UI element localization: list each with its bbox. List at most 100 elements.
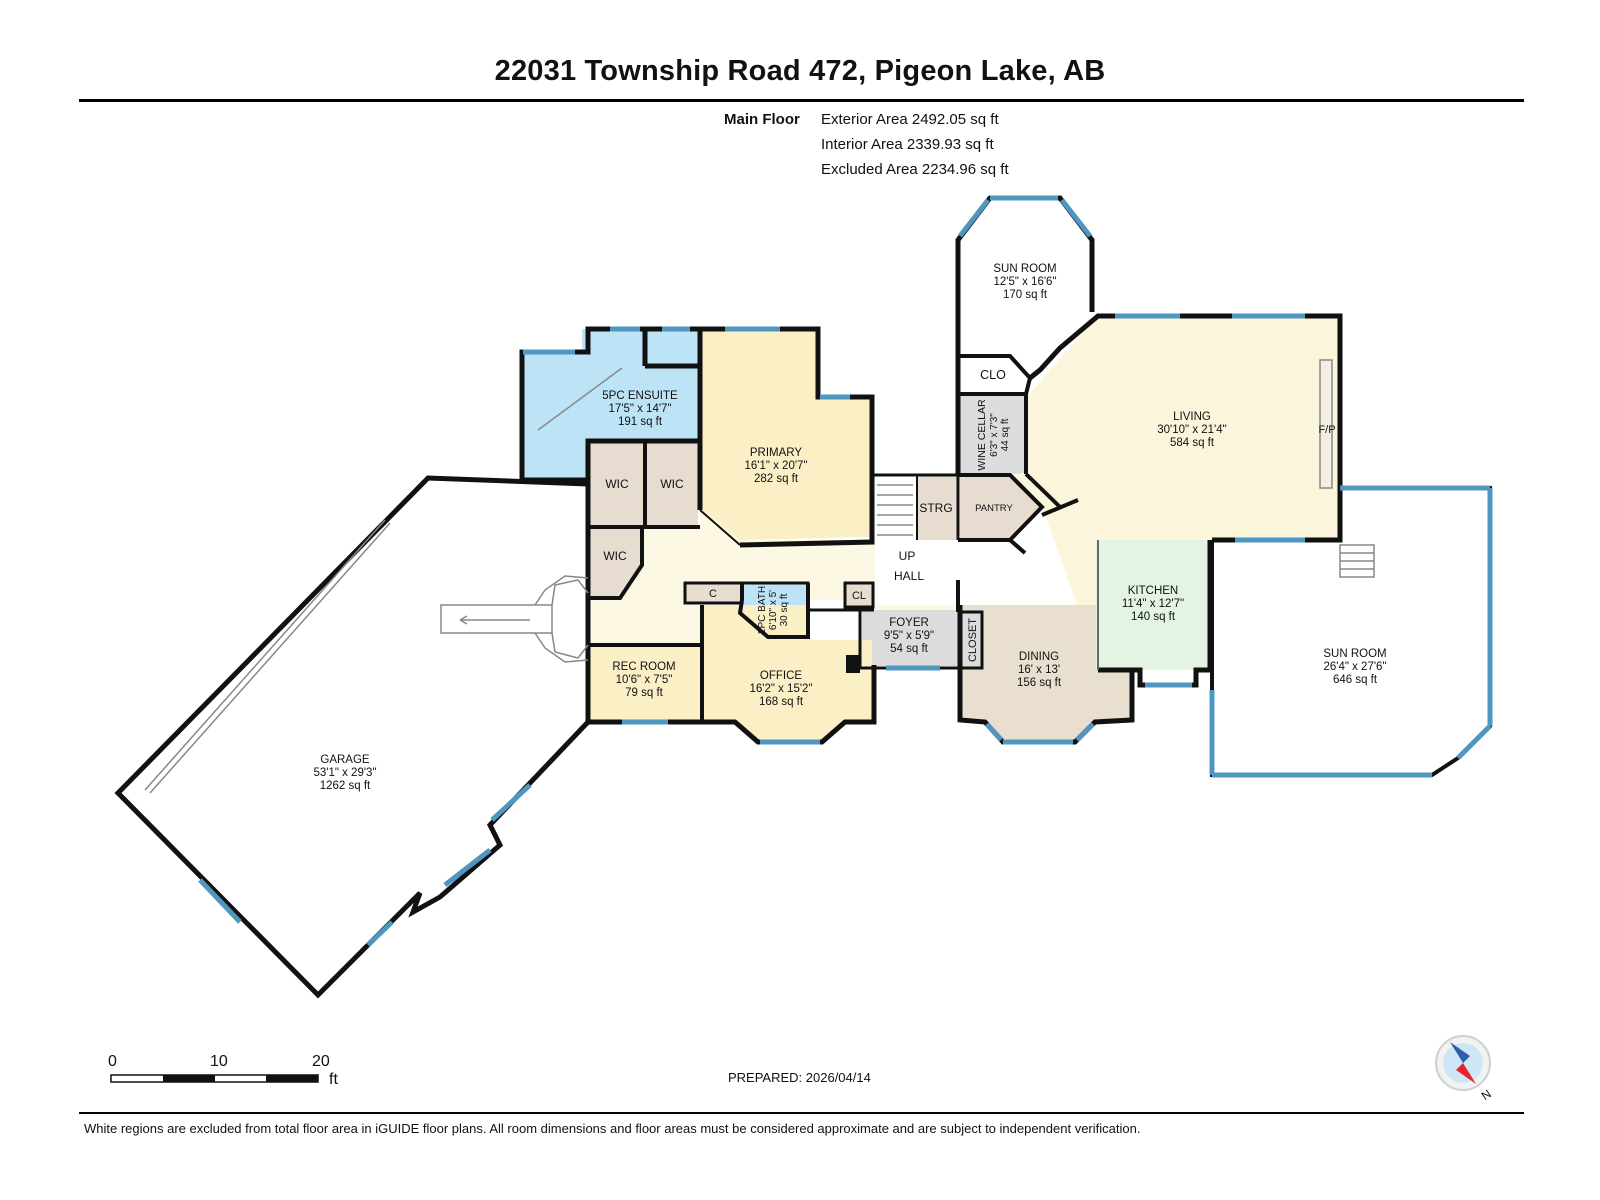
scale-bar-segment: [266, 1075, 318, 1082]
kitchen-fill: [1096, 540, 1210, 670]
scale-tick-10: 10: [210, 1053, 228, 1070]
dining-area: 156 sq ft: [1017, 677, 1062, 689]
sun-room-top-dims: 12'5" x 16'6": [993, 276, 1056, 288]
exterior-area: Exterior Area 2492.05 sq ft: [821, 111, 999, 128]
living-area: 584 sq ft: [1170, 437, 1215, 449]
pantry-counter: [1041, 498, 1079, 517]
scale-tick-20: 20: [312, 1053, 330, 1070]
title-divider: [79, 99, 1524, 102]
rec-room-area: 79 sq ft: [625, 687, 664, 699]
walkway-bend-4: [534, 632, 589, 663]
wic3-label: WIC: [603, 549, 627, 563]
excluded-area: Excluded Area 2234.96 sq ft: [821, 161, 1009, 178]
primary-fill: [700, 329, 870, 540]
window: [1060, 198, 1092, 238]
rec-room-name: REC ROOM: [612, 661, 675, 673]
wine-cellar-fill: [960, 396, 1026, 474]
sun-room-top-area: 170 sq ft: [1003, 289, 1048, 301]
hall-fill: [588, 508, 1096, 645]
sun-room-right-area: 646 sq ft: [1333, 674, 1378, 686]
rec-room-dims: 10'6" x 7'5": [616, 674, 673, 686]
dining-name: DINING: [1019, 651, 1059, 663]
garage-dims: 53'1" x 29'3": [313, 767, 376, 779]
cl-closet-wall: [843, 581, 875, 609]
cl-closet-fill: [845, 583, 873, 607]
windows: [198, 195, 1493, 947]
floor-label: Main Floor: [724, 111, 800, 128]
wic3-wall: [588, 527, 644, 600]
window: [1456, 724, 1492, 760]
cl-closet-label: CL: [852, 590, 866, 602]
walkway-bend: [551, 579, 589, 606]
wine-cellar-dims: 6'3" x 7'3": [989, 413, 1000, 457]
foyer-dims: 9'5" x 5'9": [884, 630, 934, 642]
bath-name: 2PC BATH: [757, 586, 768, 634]
up-label: UP: [899, 549, 916, 563]
office-name: OFFICE: [760, 670, 802, 682]
window: [490, 783, 532, 822]
pantry-fill: [960, 475, 1042, 540]
strg-fill: [917, 475, 959, 540]
primary-name: PRIMARY: [750, 447, 803, 459]
pantry-label: PANTRY: [975, 503, 1013, 514]
rec-room-fill: [590, 645, 700, 722]
office-fill: [703, 605, 872, 740]
window: [958, 198, 990, 238]
dining-fill: [960, 605, 1132, 740]
sun-room-top-name: SUN ROOM: [993, 263, 1056, 275]
office-dims: 16'2" x 15'2": [749, 683, 812, 695]
living-name: LIVING: [1173, 411, 1211, 423]
kitchen-name: KITCHEN: [1128, 585, 1178, 597]
room-labels: SUN ROOM 12'5" x 16'6" 170 sq ft CLO WIN…: [313, 263, 1386, 792]
bath-area: 30 sq ft: [779, 593, 790, 626]
office-area: 168 sq ft: [759, 696, 804, 708]
fireplace-label: F/P: [1318, 424, 1335, 436]
primary-area: 282 sq ft: [754, 473, 799, 485]
wic2-label: WIC: [660, 477, 684, 491]
dining-dims: 16' x 13': [1018, 664, 1060, 676]
garage-door-track-2: [149, 522, 391, 794]
kitchen-dims: 11'4" x 12'7": [1122, 598, 1184, 610]
bath-dims: 6'10" x 5': [768, 590, 779, 630]
window: [985, 722, 1003, 742]
pantry-wall: [958, 473, 1045, 542]
scale-bar-segment: [163, 1075, 215, 1082]
window: [366, 920, 394, 947]
clo-wall: [958, 354, 1033, 395]
wine-cellar-name: WINE CELLAR: [976, 399, 988, 471]
foyer-fill: [862, 610, 960, 666]
garage-wall: [114, 475, 590, 999]
prepared-date: PREPARED: 2026/04/14: [728, 1070, 871, 1085]
living-pantry-wall: [1024, 472, 1062, 509]
foyer-name: FOYER: [889, 617, 929, 629]
garage-door-track: [144, 519, 386, 791]
wic1-fill: [590, 443, 644, 525]
closet-label: CLOSET: [967, 618, 979, 662]
stairs-fill: [875, 475, 917, 540]
wine-cellar-label: WINE CELLAR 6'3" x 7'3" 44 sq ft: [976, 399, 1011, 471]
hall-label: HALL: [894, 569, 924, 583]
walkway-bend-3: [534, 575, 589, 606]
footer-divider: [79, 1112, 1524, 1114]
bath-label: 2PC BATH 6'10" x 5' 30 sq ft: [757, 586, 790, 634]
fixtures: [144, 359, 1375, 794]
wic3-fill: [590, 528, 640, 596]
clo-label: CLO: [980, 368, 1006, 382]
sun-room-right-name: SUN ROOM: [1323, 648, 1386, 660]
scale-unit: ft: [329, 1071, 338, 1088]
c-closet-wall: [683, 581, 744, 605]
walkway: [440, 604, 553, 634]
ensuite-tub-line: [537, 367, 623, 431]
garage-area: 1262 sq ft: [320, 780, 371, 792]
wine-cellar-area: 44 sq ft: [1000, 418, 1011, 451]
c-closet-fill: [685, 583, 742, 603]
sun-room-right-dims: 26'4" x 27'6": [1323, 661, 1386, 673]
ensuite-name: 5PC ENSUITE: [602, 390, 678, 402]
living-dims: 30'10" x 21'4": [1157, 424, 1226, 436]
scale-tick-0: 0: [108, 1053, 117, 1070]
kitchen-area: 140 sq ft: [1131, 611, 1176, 623]
walkway-arrow-head: [459, 615, 468, 621]
wic2-fill: [646, 443, 698, 525]
window: [198, 878, 242, 924]
walkway-arrow-head-2: [459, 619, 468, 625]
